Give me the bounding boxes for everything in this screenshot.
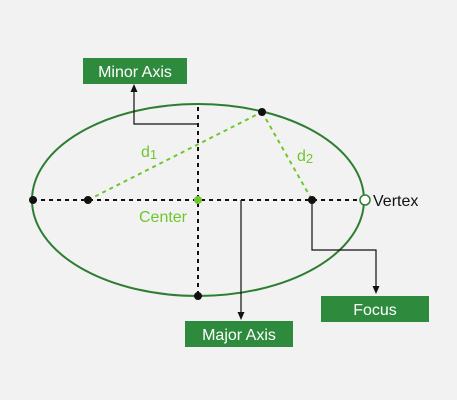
center-label: Center xyxy=(139,209,188,226)
co-vertex-bottom-point xyxy=(194,292,202,300)
d1-label: d1 xyxy=(141,144,157,162)
focus-label-text: Focus xyxy=(353,302,397,319)
right-vertex-point xyxy=(359,194,371,206)
d2-label-sub: 2 xyxy=(306,151,313,166)
right-focus-point xyxy=(308,196,316,204)
d1-label-sub: 1 xyxy=(150,147,157,162)
major-axis-arrowhead xyxy=(237,312,245,320)
d2-distance-line xyxy=(261,111,313,201)
center-point xyxy=(194,196,202,204)
ellipse-point xyxy=(258,108,266,116)
minor-axis-label: Minor Axis xyxy=(83,58,187,84)
minor-axis-arrowhead xyxy=(130,84,138,92)
minor-axis-label-box xyxy=(83,58,187,84)
major-axis-label-text: Major Axis xyxy=(202,327,276,344)
major-axis-label: Major Axis xyxy=(185,321,293,347)
d1-distance-line xyxy=(87,111,263,201)
focus-arrowhead xyxy=(372,286,380,294)
focus-leader xyxy=(311,200,377,288)
minor-axis-leader xyxy=(133,86,198,125)
d2-label: d2 xyxy=(297,148,313,166)
major-axis-label-box xyxy=(185,321,293,347)
minor-axis-label-text: Minor Axis xyxy=(98,64,172,81)
left-focus-point xyxy=(84,196,92,204)
vertex-label: Vertex xyxy=(373,193,418,210)
left-vertex-point xyxy=(29,196,37,204)
focus-label-box xyxy=(321,296,429,322)
focus-label: Focus xyxy=(321,296,429,322)
d1-label-main: d xyxy=(141,144,150,161)
d2-label-main: d xyxy=(297,148,306,165)
